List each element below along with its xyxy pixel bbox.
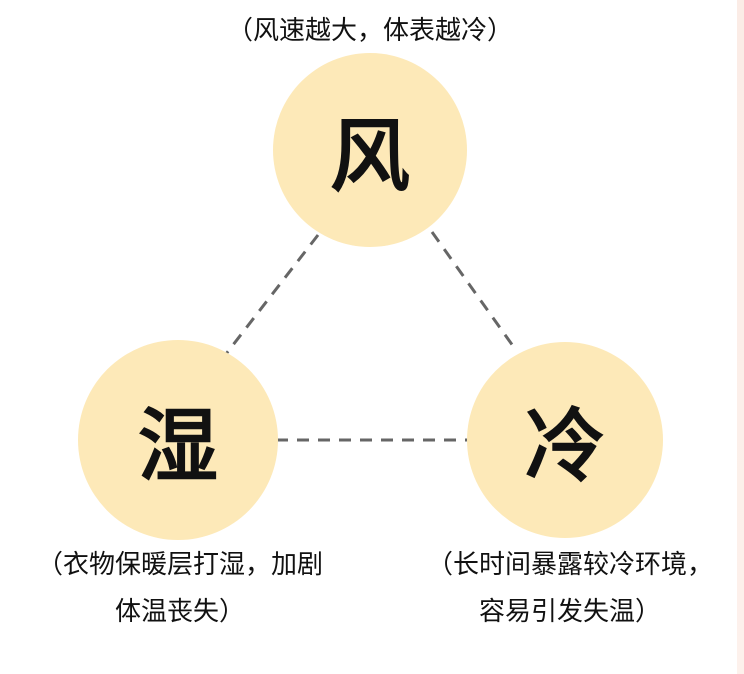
cold-caption: （长时间暴露较冷环境， 容易引发失温） (400, 542, 740, 636)
right-edge-strip (737, 0, 744, 674)
wind-label: 风 (330, 110, 410, 203)
connector-wind-wet (224, 234, 320, 355)
cold-label: 冷 (525, 400, 605, 493)
cold-caption-line-2: 容易引发失温） (478, 597, 661, 627)
wet-caption-line-2: 体温丧失） (114, 597, 245, 627)
wind-caption: （风速越大，体表越冷） (226, 16, 513, 46)
connector-wind-cold (430, 231, 515, 347)
wet-caption: （衣物保暖层打湿，加剧 体温丧失） (0, 542, 360, 636)
cold-caption-line-1: （长时间暴露较冷环境， (426, 550, 713, 580)
wet-caption-line-1: （衣物保暖层打湿，加剧 (36, 550, 323, 580)
wet-node: 湿 (78, 340, 278, 540)
wet-label: 湿 (138, 400, 218, 493)
wind-node: 风 (273, 53, 467, 247)
cold-node: 冷 (467, 342, 663, 538)
